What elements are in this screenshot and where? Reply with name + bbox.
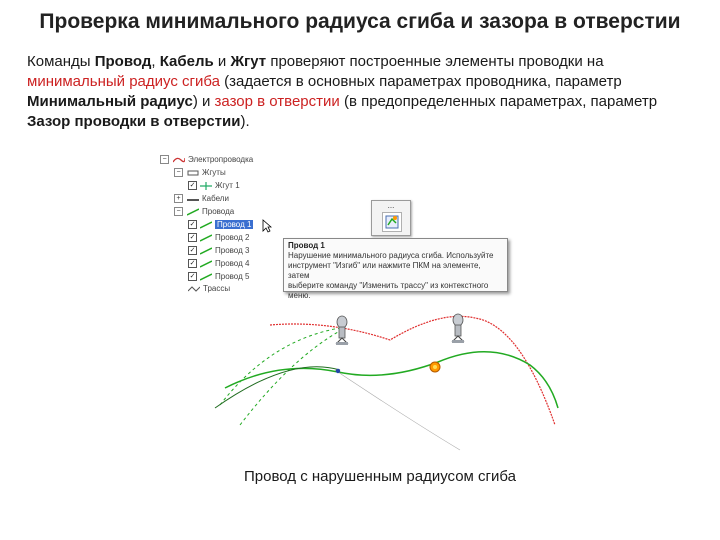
tooltip-line-4: меню. [288, 291, 311, 300]
route-icon [188, 285, 200, 292]
connector-right [451, 313, 465, 343]
expand-toggle[interactable]: + [174, 194, 183, 203]
tree-item-harnesses[interactable]: − Жгуты [174, 167, 226, 178]
selected-wire-label: Провод 1 [215, 220, 254, 229]
mini-toolbar: ... [371, 200, 411, 236]
cursor-icon [262, 219, 272, 233]
collapse-toggle[interactable]: − [174, 207, 183, 216]
tree-item-cables[interactable]: + Кабели [174, 193, 229, 204]
visibility-checkbox[interactable]: ✓ [188, 233, 197, 242]
term-clearance-param: Зазор проводки в отверстии [27, 113, 241, 130]
tooltip-line-3: выберите команду "Изменить трассу" из ко… [288, 281, 489, 290]
green-wire-dashed-1 [219, 327, 341, 406]
description-paragraph: Команды Провод, Кабель и Жгут проверяют … [27, 53, 658, 130]
visibility-checkbox[interactable]: ✓ [188, 220, 197, 229]
visibility-checkbox[interactable]: ✓ [188, 246, 197, 255]
main-green-wire [224, 351, 559, 409]
tooltip-title: Провод 1 [288, 241, 325, 250]
wire-point-marker [335, 368, 341, 374]
tree-item-wire-2[interactable]: ✓ Провод 2 [188, 233, 250, 242]
wiring-tree-panel: − Электропроводка − Жгуты ✓ Жгут 1 + Каб… [160, 150, 280, 294]
tree-item-harness-1[interactable]: ✓ Жгут 1 [188, 181, 240, 190]
wire-icon [200, 220, 212, 229]
green-wire-dashed-2 [239, 331, 339, 426]
edit-route-icon [385, 215, 399, 229]
collapse-toggle[interactable]: − [160, 155, 169, 164]
tree-item-wires[interactable]: − Провода [174, 206, 234, 217]
toolbar-grip[interactable]: ... [387, 201, 395, 210]
visibility-checkbox[interactable]: ✓ [188, 181, 197, 190]
tooltip-line-1: Нарушение минимального радиуса сгиба. Ис… [288, 251, 494, 260]
tooltip-line-2: инструмент "Изгиб" или нажмите ПКМ на эл… [288, 261, 481, 280]
harness-icon [200, 181, 212, 190]
term-hole-clearance: зазор в отверстии [214, 93, 340, 110]
tree-item-wire-3[interactable]: ✓ Провод 3 [188, 246, 250, 255]
term-harness: Жгут [230, 53, 267, 70]
edit-route-button[interactable] [382, 212, 402, 232]
term-min-bend-radius: минимальный радиус сгиба [27, 73, 220, 90]
term-wire: Провод [94, 53, 152, 70]
dark-green-wire [214, 366, 341, 409]
wiring-icon [173, 157, 185, 162]
visibility-checkbox[interactable]: ✓ [188, 272, 197, 281]
wire-routing-scene [214, 313, 559, 451]
red-wire [269, 315, 556, 426]
connector-left [335, 315, 349, 345]
bend-radius-warning-tooltip: Провод 1 Нарушение минимального радиуса … [283, 238, 508, 300]
wire-icon [200, 246, 212, 255]
visibility-checkbox[interactable]: ✓ [188, 259, 197, 268]
tree-item-wire-4[interactable]: ✓ Провод 4 [188, 259, 250, 268]
wire-group-icon [187, 207, 199, 216]
wire-icon [200, 272, 212, 281]
construction-line [334, 369, 461, 451]
cable-icon [187, 198, 199, 201]
figure-caption: Провод с нарушенным радиусом сгиба [244, 468, 516, 485]
tree-item-wire-5[interactable]: ✓ Провод 5 [188, 272, 250, 281]
slide-title: Проверка минимального радиуса сгиба и за… [39, 10, 681, 33]
tree-item-routes[interactable]: Трассы [188, 283, 230, 294]
term-min-radius-param: Минимальный радиус [27, 93, 193, 110]
wire-icon [200, 259, 212, 268]
harness-group-icon [187, 170, 199, 175]
term-cable: Кабель [159, 53, 214, 70]
wire-icon [200, 233, 212, 242]
tree-item-wire-1[interactable]: ✓ Провод 1 [188, 219, 254, 230]
collapse-toggle[interactable]: − [174, 168, 183, 177]
tree-item-root[interactable]: − Электропроводка [160, 154, 253, 165]
